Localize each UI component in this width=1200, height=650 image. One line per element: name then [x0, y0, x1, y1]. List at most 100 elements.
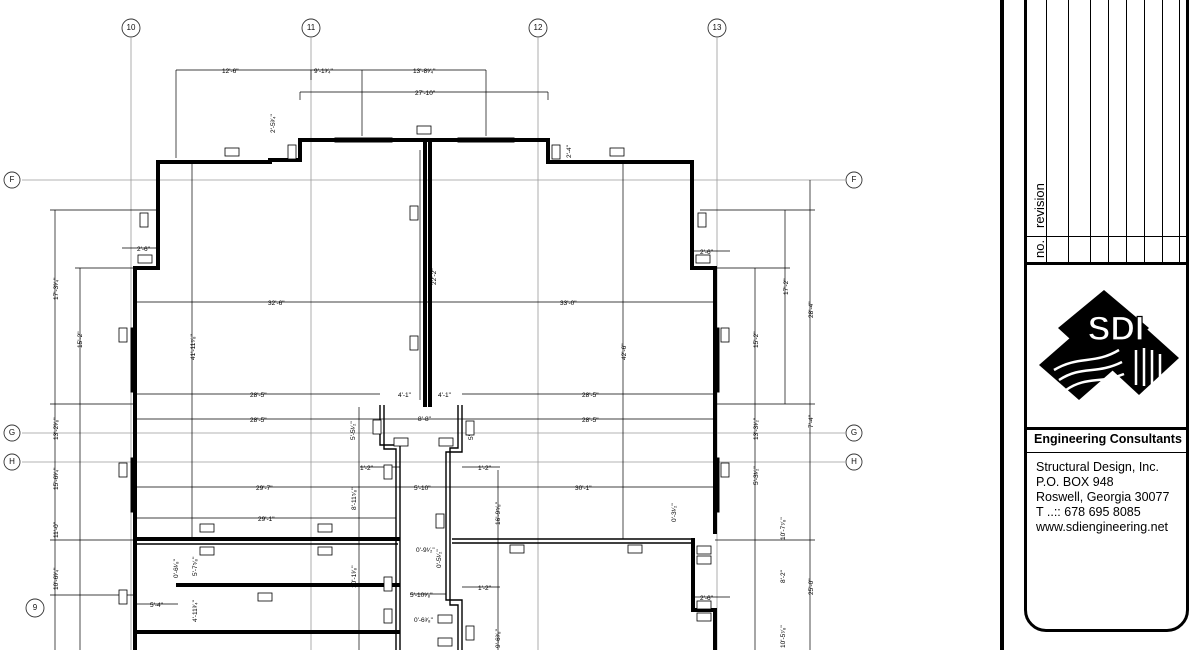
dim-label: 12'-6" — [222, 68, 239, 75]
city-state-zip: Roswell, Georgia 30077 — [1036, 490, 1170, 504]
dim-label: 15'-2" — [753, 331, 760, 348]
dim-label: 10'-7⁷⁄₈" — [780, 517, 787, 540]
grid-bubble-9: 9 — [25, 598, 45, 618]
dim-label: 30'-1" — [575, 485, 592, 492]
dim-label: 33'-0" — [560, 300, 577, 307]
svg-text:F: F — [852, 175, 857, 184]
dim-label: 4'-11³⁄₄" — [192, 599, 199, 622]
dim-label: 42'-6" — [621, 343, 628, 360]
title-block-frame — [1024, 0, 1189, 632]
company-name: Structural Design, Inc. — [1036, 460, 1159, 474]
grid-bubble-13: 13 — [707, 18, 727, 38]
dim-label: 5'-7⁵⁄₈" — [192, 556, 199, 576]
sheet-border — [1000, 0, 1004, 650]
svg-text:F: F — [10, 175, 15, 184]
revision-column-line — [1046, 0, 1047, 262]
svg-text:G: G — [9, 428, 15, 437]
grid-bubble-f-left: F — [3, 171, 21, 189]
dim-label: 10'-6³⁄₄" — [53, 567, 60, 590]
svg-text:12: 12 — [534, 23, 543, 32]
svg-text:10: 10 — [127, 23, 136, 32]
revision-header-line — [1024, 236, 1189, 237]
structural-floor-plan: 10 11 12 13 F F G G H H 9 — [3, 18, 863, 650]
grid-bubble-f-right: F — [845, 171, 863, 189]
dim-label: 9'-1³⁄₄" — [314, 68, 334, 75]
revision-column-line — [1068, 0, 1069, 262]
dim-label: 1'-2" — [360, 465, 374, 472]
dim-label: 5'-10" — [414, 485, 431, 492]
svg-text:13: 13 — [713, 23, 722, 32]
dim-label: 10'-5⁷⁄₈" — [780, 625, 787, 648]
svg-text:9: 9 — [33, 603, 38, 612]
dim-label: 0'-6³⁄₈" — [414, 617, 434, 624]
dim-label: 29'-7" — [256, 485, 273, 492]
website: www.sdiengineering.net — [1036, 520, 1169, 534]
dim-label: 4'-1" — [398, 392, 412, 399]
dim-label: 17'-3³⁄₄" — [53, 277, 60, 300]
dim-label: 5'-10³⁄₈" — [410, 592, 433, 599]
dim-label: 10'-1³⁄₈" — [351, 565, 358, 588]
dim-label: 11'-0" — [53, 521, 60, 538]
dim-label: 22'-2" — [431, 268, 438, 285]
grid-bubble-11: 11 — [301, 18, 321, 38]
revision-column-line — [1179, 0, 1180, 262]
detail-tags — [118, 125, 730, 647]
phone-number: T ..:: 678 695 8085 — [1036, 505, 1141, 519]
dim-label: 2'-6" — [700, 249, 714, 256]
dim-label: 32'-6" — [268, 300, 285, 307]
dim-label: 2'-6" — [137, 246, 151, 253]
company-heading: Engineering Consultants — [1034, 432, 1182, 446]
dim-label: 4'-1" — [438, 392, 452, 399]
dim-label: 13'-8³⁄₄" — [413, 68, 436, 75]
grid-bubble-g-left: G — [3, 424, 21, 442]
dim-label: 41'-11⁷⁄₈" — [190, 333, 197, 360]
dim-label: 2'-6" — [700, 595, 714, 602]
dim-label: 9'-6³⁄₈" — [495, 628, 502, 648]
dim-label: 1'-2" — [478, 585, 492, 592]
dim-label: 7'-4" — [808, 414, 815, 428]
dim-label: 5'-3¹⁄₂" — [753, 466, 760, 485]
logo-divider — [1024, 427, 1189, 430]
svg-text:G: G — [851, 428, 857, 437]
logo-wordmark: SDI — [1088, 310, 1145, 348]
dim-label: 0'-6¹⁄₈" — [173, 558, 180, 578]
grid-bubble-h-left: H — [3, 453, 21, 471]
revision-column-line — [1162, 0, 1163, 262]
dim-label: 8'-2" — [780, 569, 787, 583]
dim-label: 0'-9¹⁄₂" — [416, 547, 435, 554]
dim-label: 28'-4" — [808, 301, 815, 318]
svg-text:11: 11 — [307, 23, 316, 32]
dim-label: 15'-6³⁄₄" — [53, 467, 60, 490]
dim-label: 25'-0" — [808, 578, 815, 595]
grid-bubble-12: 12 — [528, 18, 548, 38]
dimension-lines — [50, 69, 815, 650]
dim-label: 17'-2" — [783, 278, 790, 295]
svg-text:H: H — [851, 457, 857, 466]
dim-label: 5'-4" — [150, 602, 164, 609]
dim-label: 27'-10" — [415, 90, 436, 97]
sdi-logo: SDI — [1039, 290, 1179, 400]
grid-lines — [22, 38, 845, 650]
dim-label: 2'-5³⁄₄" — [270, 113, 277, 133]
revision-column-line — [1108, 0, 1109, 262]
dim-label: 8'-11⁵⁄₈" — [351, 487, 358, 510]
title-block: no. revision SDI Engineering Consultants… — [1000, 0, 1200, 650]
building-walls — [130, 137, 720, 650]
dim-label: 28'-5" — [582, 392, 599, 399]
dim-label: 15'-2" — [77, 331, 84, 348]
dim-label: 13'-2³⁄₈" — [53, 417, 60, 440]
revision-column-line — [1126, 0, 1127, 262]
grid-bubble-g-right: G — [845, 424, 863, 442]
dim-label: 29'-1" — [258, 516, 275, 523]
po-box: P.O. BOX 948 — [1036, 475, 1114, 489]
heading-divider — [1024, 452, 1189, 453]
dim-label: 16'-9⁵⁄₈" — [495, 501, 502, 525]
dim-label: 13'-3¹⁄₂" — [753, 417, 760, 440]
grid-bubble-h-right: H — [845, 453, 863, 471]
dim-label: 2'-4" — [566, 144, 573, 158]
dim-label: 28'-5" — [250, 392, 267, 399]
dim-label: 28'-5" — [582, 417, 599, 424]
revision-table-bottom — [1024, 262, 1189, 265]
dim-label: 1'-2" — [478, 465, 492, 472]
grid-bubble-10: 10 — [121, 18, 141, 38]
